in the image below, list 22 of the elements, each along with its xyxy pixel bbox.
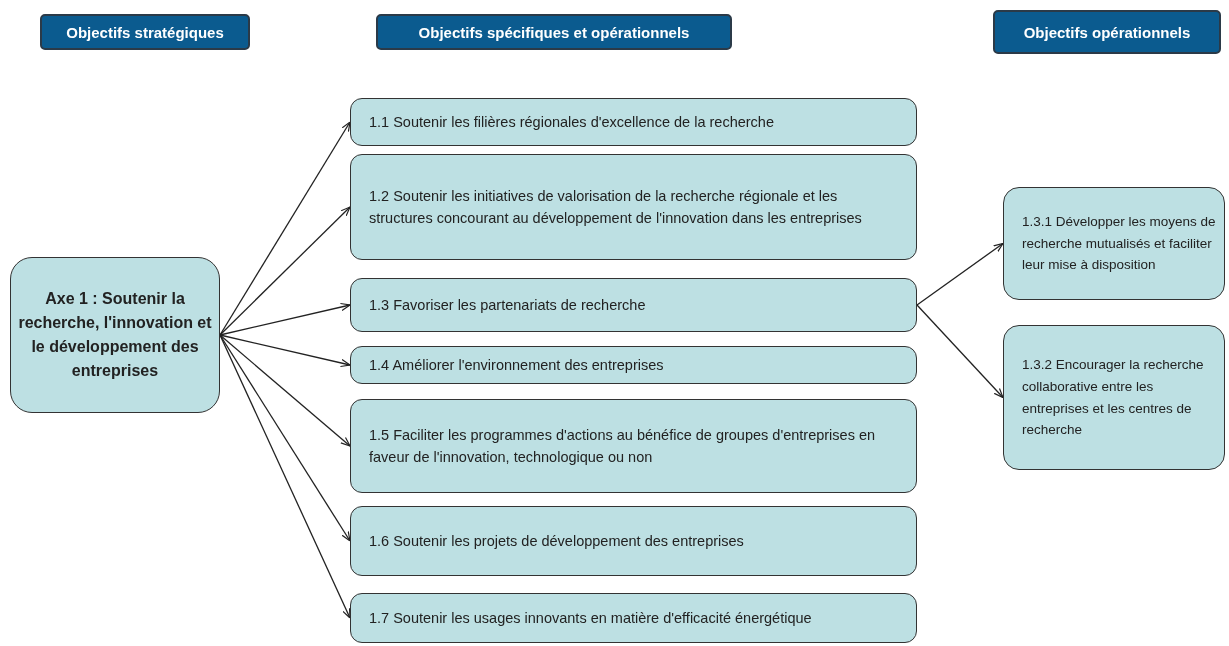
arrow [916, 242, 1004, 306]
objective-box: 1.3 Favoriser les partenariats de recherche [350, 278, 917, 332]
arrow [219, 334, 351, 619]
arrow [219, 334, 351, 542]
arrow [219, 206, 351, 336]
arrow [219, 334, 351, 368]
objective-box: 1.1 Soutenir les filières régionales d'excellence de la recherche [350, 98, 917, 146]
strategic-objective-box: Axe 1 : Soutenir la recherche, l'innovation et le développement des entreprises [10, 257, 220, 413]
objective-box: 1.2 Soutenir les initiatives de valorisation de la recherche régionale et les structures concourant au développement de l'innovation dans les entreprises [350, 154, 917, 260]
section-heading: Objectifs stratégiques [40, 14, 250, 50]
objective-box: 1.5 Faciliter les programmes d'actions au bénéfice de groupes d'entreprises en faveur de l'innovation, technologique ou non [350, 399, 917, 493]
arrow [916, 304, 1004, 399]
arrow [219, 334, 351, 447]
objective-box: 1.6 Soutenir les projets de développement des entreprises [350, 506, 917, 576]
operational-objective-box: 1.3.1 Développer les moyens de recherche mutualisés et faciliter leur mise à disposition [1003, 187, 1225, 300]
section-heading: Objectifs opérationnels [993, 10, 1221, 54]
arrow [219, 121, 351, 336]
section-heading: Objectifs spécifiques et opérationnels [376, 14, 732, 50]
objective-box: 1.7 Soutenir les usages innovants en matière d'efficacité énergétique [350, 593, 917, 643]
arrow [219, 302, 351, 336]
objective-box: 1.4 Améliorer l'environnement des entreprises [350, 346, 917, 384]
operational-objective-box: 1.3.2 Encourager la recherche collaborative entre les entreprises et les centres de recherche [1003, 325, 1225, 470]
